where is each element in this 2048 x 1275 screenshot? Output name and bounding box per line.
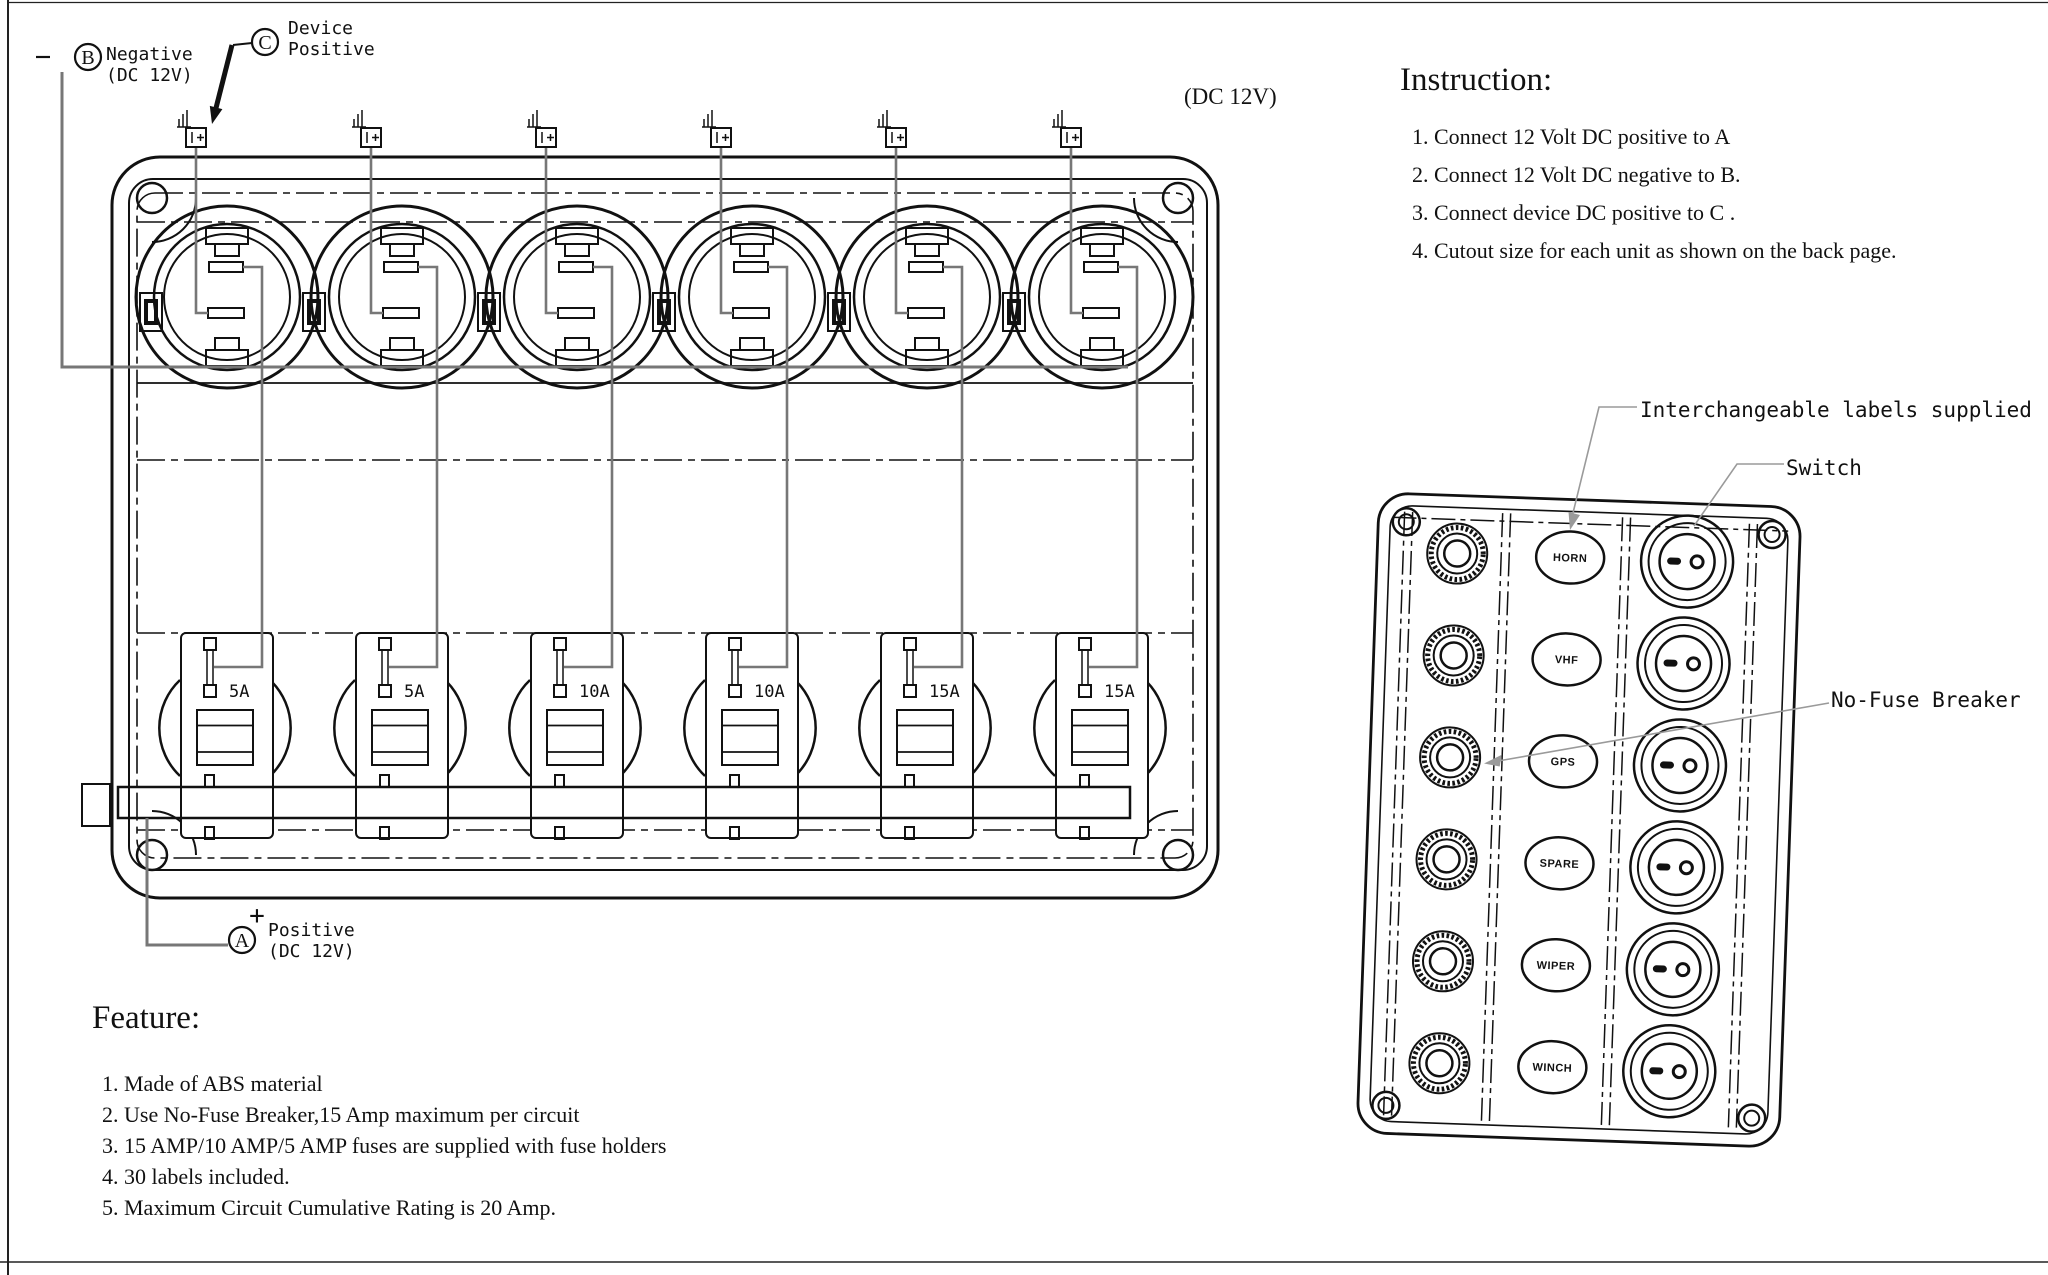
callouts: B C A + (36, 27, 280, 955)
feature-list: 1. Made of ABS material 2. Use No-Fuse B… (102, 1068, 666, 1223)
fuse-rating: 15A (929, 682, 960, 702)
switch-panel-drawing: HORN VHF GPS SPARE WIPER WINCH (1356, 492, 1802, 1148)
positive-leader-wire (145, 818, 228, 947)
socket (834, 204, 1020, 390)
callout-c: C (258, 32, 271, 54)
labels-supplied-annotation: Interchangeable labels supplied (1640, 398, 2032, 422)
instruction-title: Instruction: (1400, 62, 1553, 98)
feature-item: 3. 15 AMP/10 AMP/5 AMP fuses are supplie… (102, 1133, 667, 1158)
circuit-label: WIPER (1536, 960, 1575, 973)
leader-arrow-head (1568, 512, 1580, 530)
mounting-holes (135, 181, 1195, 872)
fuse-rating: 15A (1104, 682, 1135, 702)
plus-sign: + (249, 901, 265, 931)
instruction-item: 2. Connect 12 Volt DC negative to B. (1412, 162, 1741, 187)
fuse-rating: 5A (229, 682, 249, 702)
no-fuse-breaker (1412, 930, 1474, 992)
socket (484, 204, 670, 390)
fuse-holder (508, 631, 642, 841)
c-arrow-head (209, 105, 223, 124)
switch-annotation: Switch (1786, 456, 1862, 480)
fuse-rating: 10A (754, 682, 785, 702)
rocker-switch (1630, 716, 1730, 815)
terminal-icon (876, 109, 907, 148)
device-terminals (176, 109, 1082, 148)
no-fuse-breaker (1419, 726, 1481, 788)
panel-rails (1382, 511, 1789, 1128)
circuit-label: GPS (1550, 756, 1575, 769)
circuit-label: SPARE (1539, 858, 1579, 871)
terminal-icon (526, 109, 557, 148)
dc12v-note: (DC 12V) (1184, 84, 1277, 109)
c-arrow-shaft (213, 44, 235, 109)
rocker-switch (1623, 920, 1722, 1019)
breaker-annotation: No-Fuse Breaker (1831, 688, 2021, 712)
feature-item: 1. Made of ABS material (102, 1071, 323, 1096)
fuse-holder (858, 631, 992, 841)
socket-row (134, 204, 1195, 390)
rocker-switch (1627, 818, 1726, 917)
callout-b: B (81, 47, 94, 69)
instruction-item: 1. Connect 12 Volt DC positive to A (1412, 124, 1731, 149)
feature-title: Feature: (92, 1000, 201, 1036)
rocker-switch (1634, 614, 1733, 713)
instruction-list: 1. Connect 12 Volt DC positive to A 2. C… (1412, 118, 1896, 270)
terminal-icon (351, 109, 382, 148)
terminal-icon (1051, 109, 1082, 148)
switch-column (1620, 512, 1737, 1121)
circuit-label: WINCH (1532, 1061, 1572, 1074)
feature-item: 4. 30 labels included. (102, 1164, 290, 1189)
screw-icon (1736, 1102, 1767, 1134)
no-fuse-breaker (1423, 624, 1485, 686)
negative-label: Negative(DC 12V) (106, 44, 193, 86)
screw-icon (1391, 506, 1422, 537)
annotation-leaders (1484, 406, 1830, 767)
fuse-rating: 5A (404, 682, 424, 702)
center-lines (137, 221, 1193, 831)
screw-icon (1370, 1090, 1402, 1121)
fuse-rating: 10A (579, 682, 610, 702)
fuse-rating-labels: 5A 5A 10A 10A 15A 15A (229, 682, 1135, 702)
fuse-row (158, 631, 1167, 841)
fuse-holder (158, 631, 292, 841)
instruction-item: 4. Cutout size for each unit as shown on… (1412, 238, 1897, 263)
instruction-item: 3. Connect device DC positive to C . (1412, 200, 1736, 225)
terminal-icon (701, 109, 732, 148)
no-fuse-breaker (1416, 828, 1478, 890)
fuse-holder (333, 631, 467, 841)
rocker-switch (1620, 1022, 1719, 1121)
positive-label: Positive(DC 12V) (268, 920, 355, 962)
feature-item: 5. Maximum Circuit Cumulative Rating is … (102, 1195, 557, 1220)
feature-item: 2. Use No-Fuse Breaker,15 Amp maximum pe… (102, 1102, 580, 1127)
label-column: HORN VHF GPS SPARE WIPER WINCH (1516, 529, 1607, 1096)
circuit-label: HORN (1553, 552, 1588, 565)
positive-bus-bar (81, 783, 1132, 827)
circuit-label: VHF (1555, 654, 1579, 667)
callout-a: A (235, 930, 250, 952)
fuse-holder (683, 631, 817, 841)
socket (309, 204, 495, 390)
fuse-holder (1033, 631, 1167, 841)
negative-wire (60, 72, 1128, 369)
socket (1009, 204, 1195, 390)
wires (60, 72, 1139, 947)
socket (134, 204, 320, 390)
no-fuse-breaker (1426, 523, 1488, 585)
leader-arrow-head (1484, 754, 1502, 767)
main-panel-drawing: 5A 5A 10A 10A 15A 15A (60, 72, 1220, 947)
no-fuse-breaker (1408, 1032, 1470, 1094)
screw-icon (1756, 519, 1788, 550)
terminal-icon (176, 109, 207, 148)
breaker-column (1408, 523, 1488, 1095)
socket (659, 204, 845, 390)
